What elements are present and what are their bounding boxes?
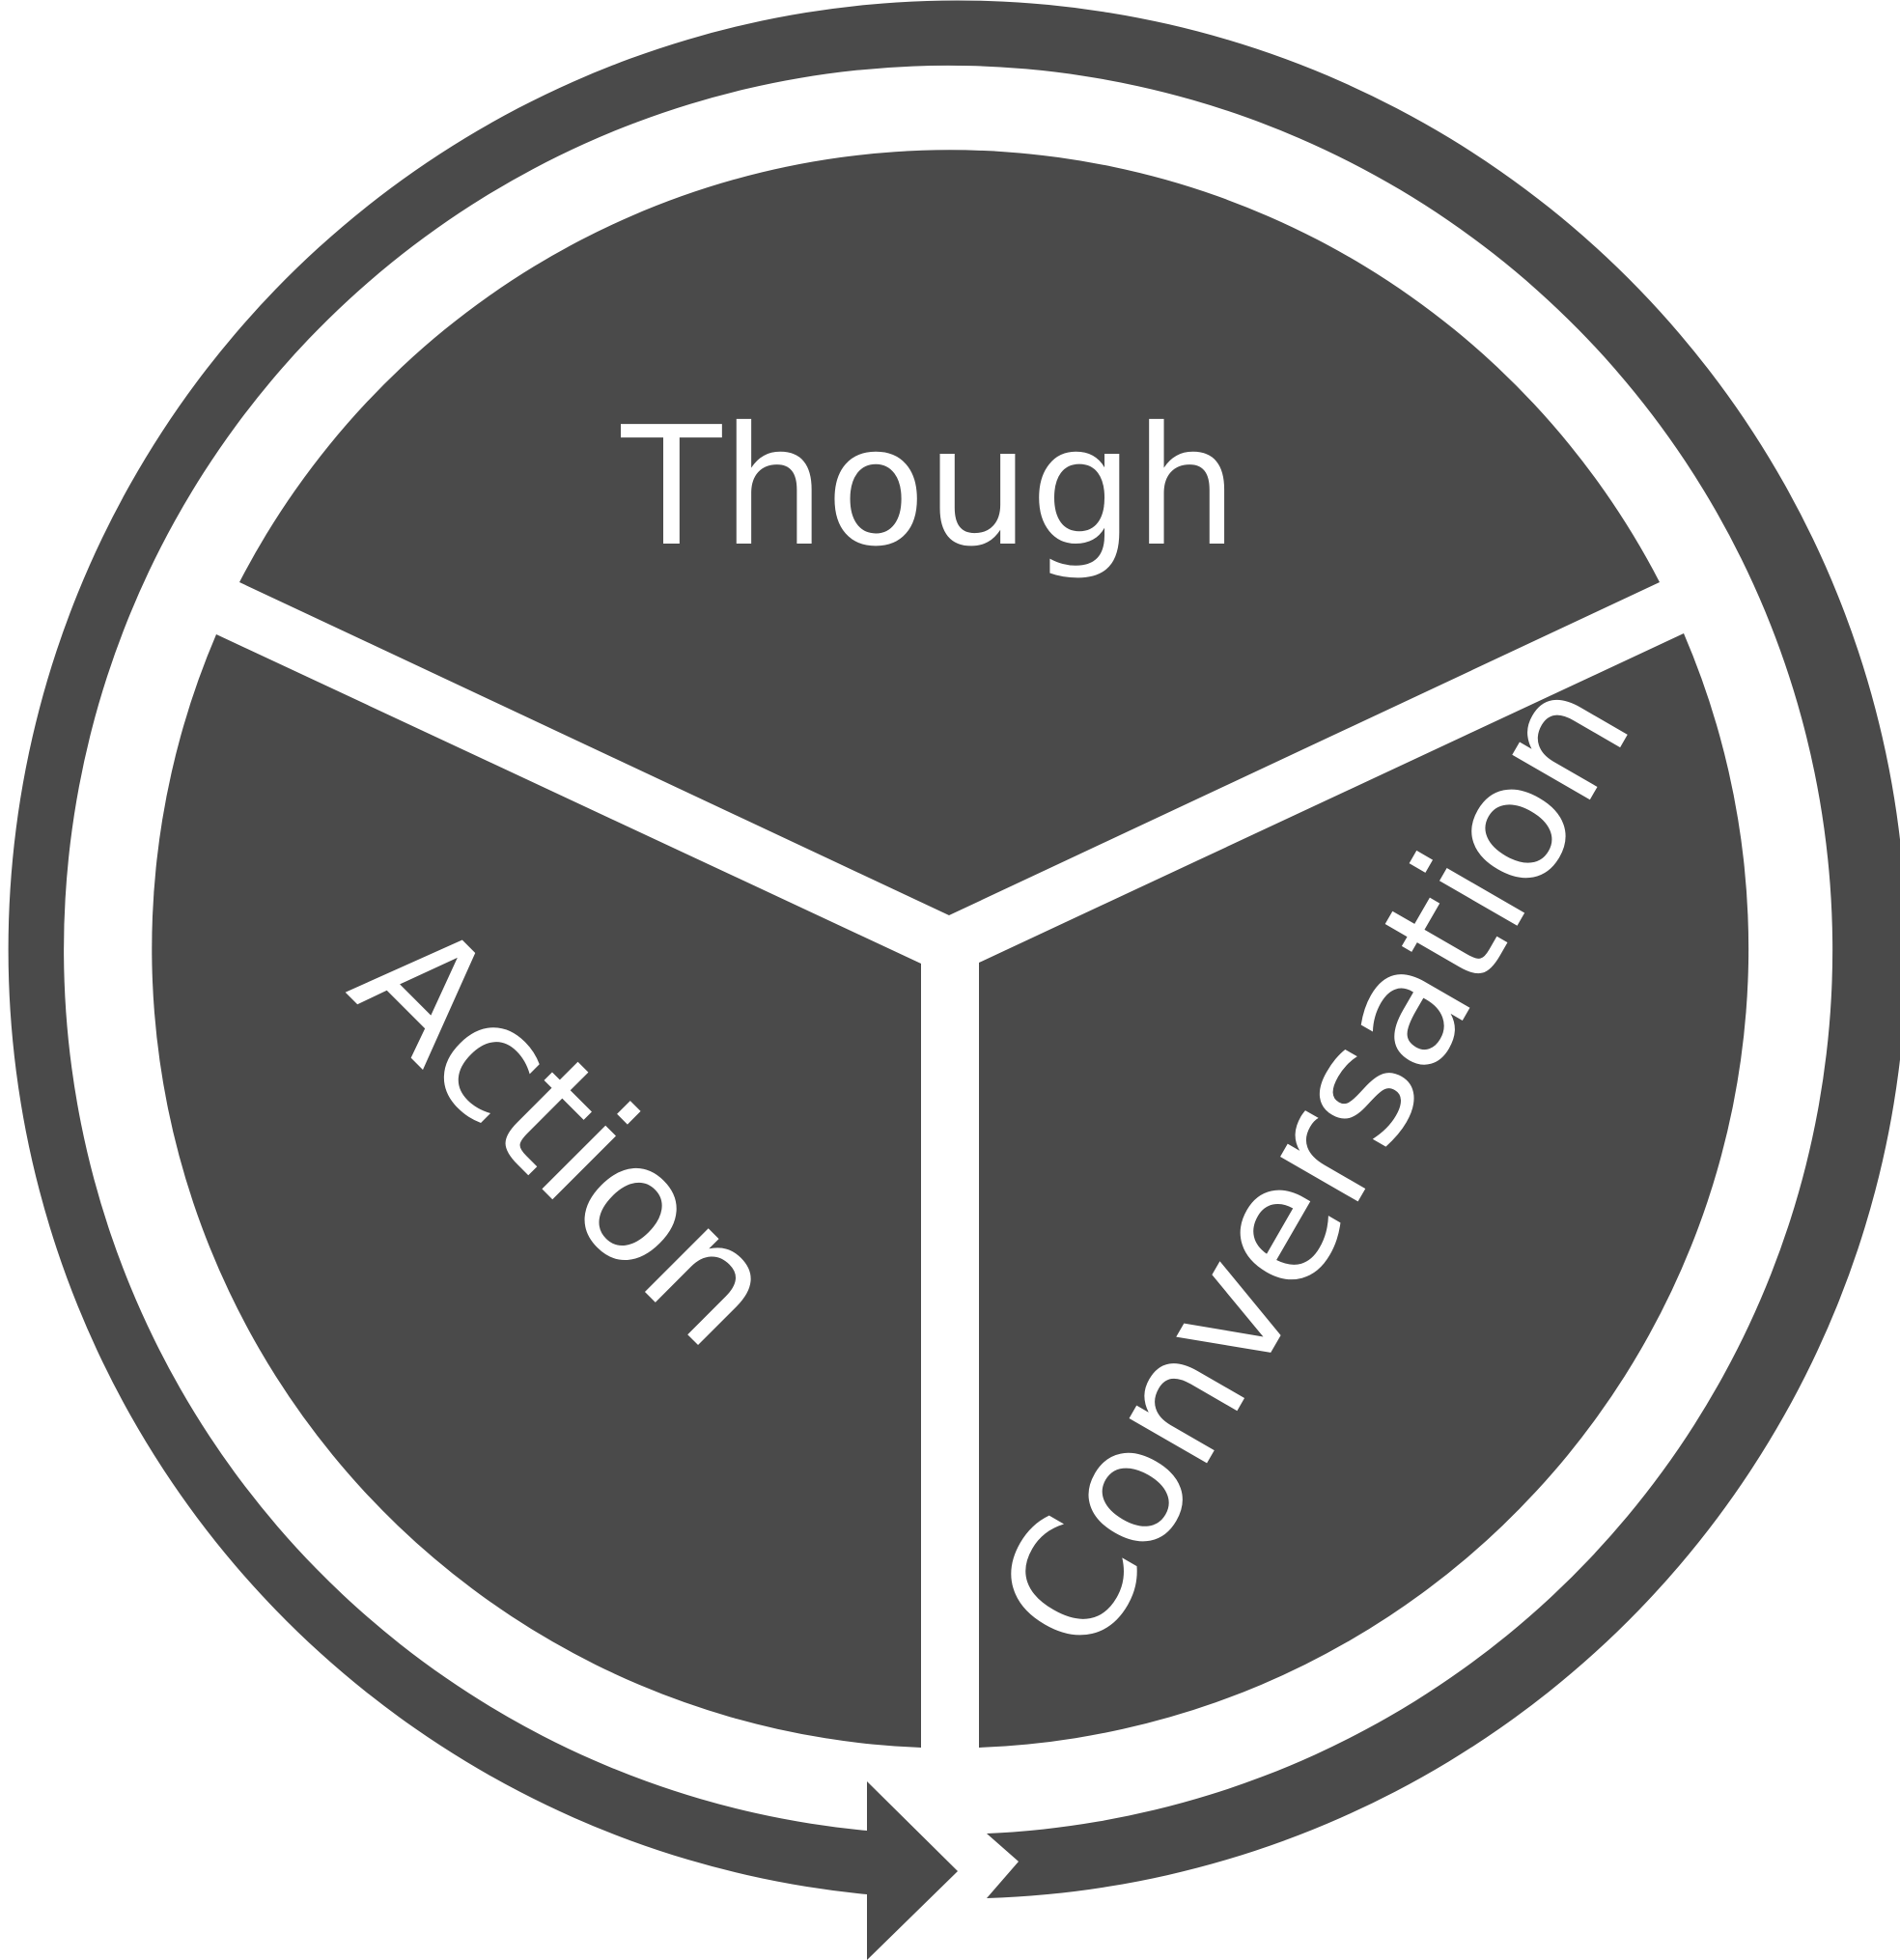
segment-right	[979, 633, 1749, 1748]
segment-left	[152, 634, 922, 1748]
cycle-arrowhead	[867, 1781, 958, 1960]
segment-label-top: Though	[621, 392, 1239, 583]
segment-top	[239, 150, 1660, 916]
